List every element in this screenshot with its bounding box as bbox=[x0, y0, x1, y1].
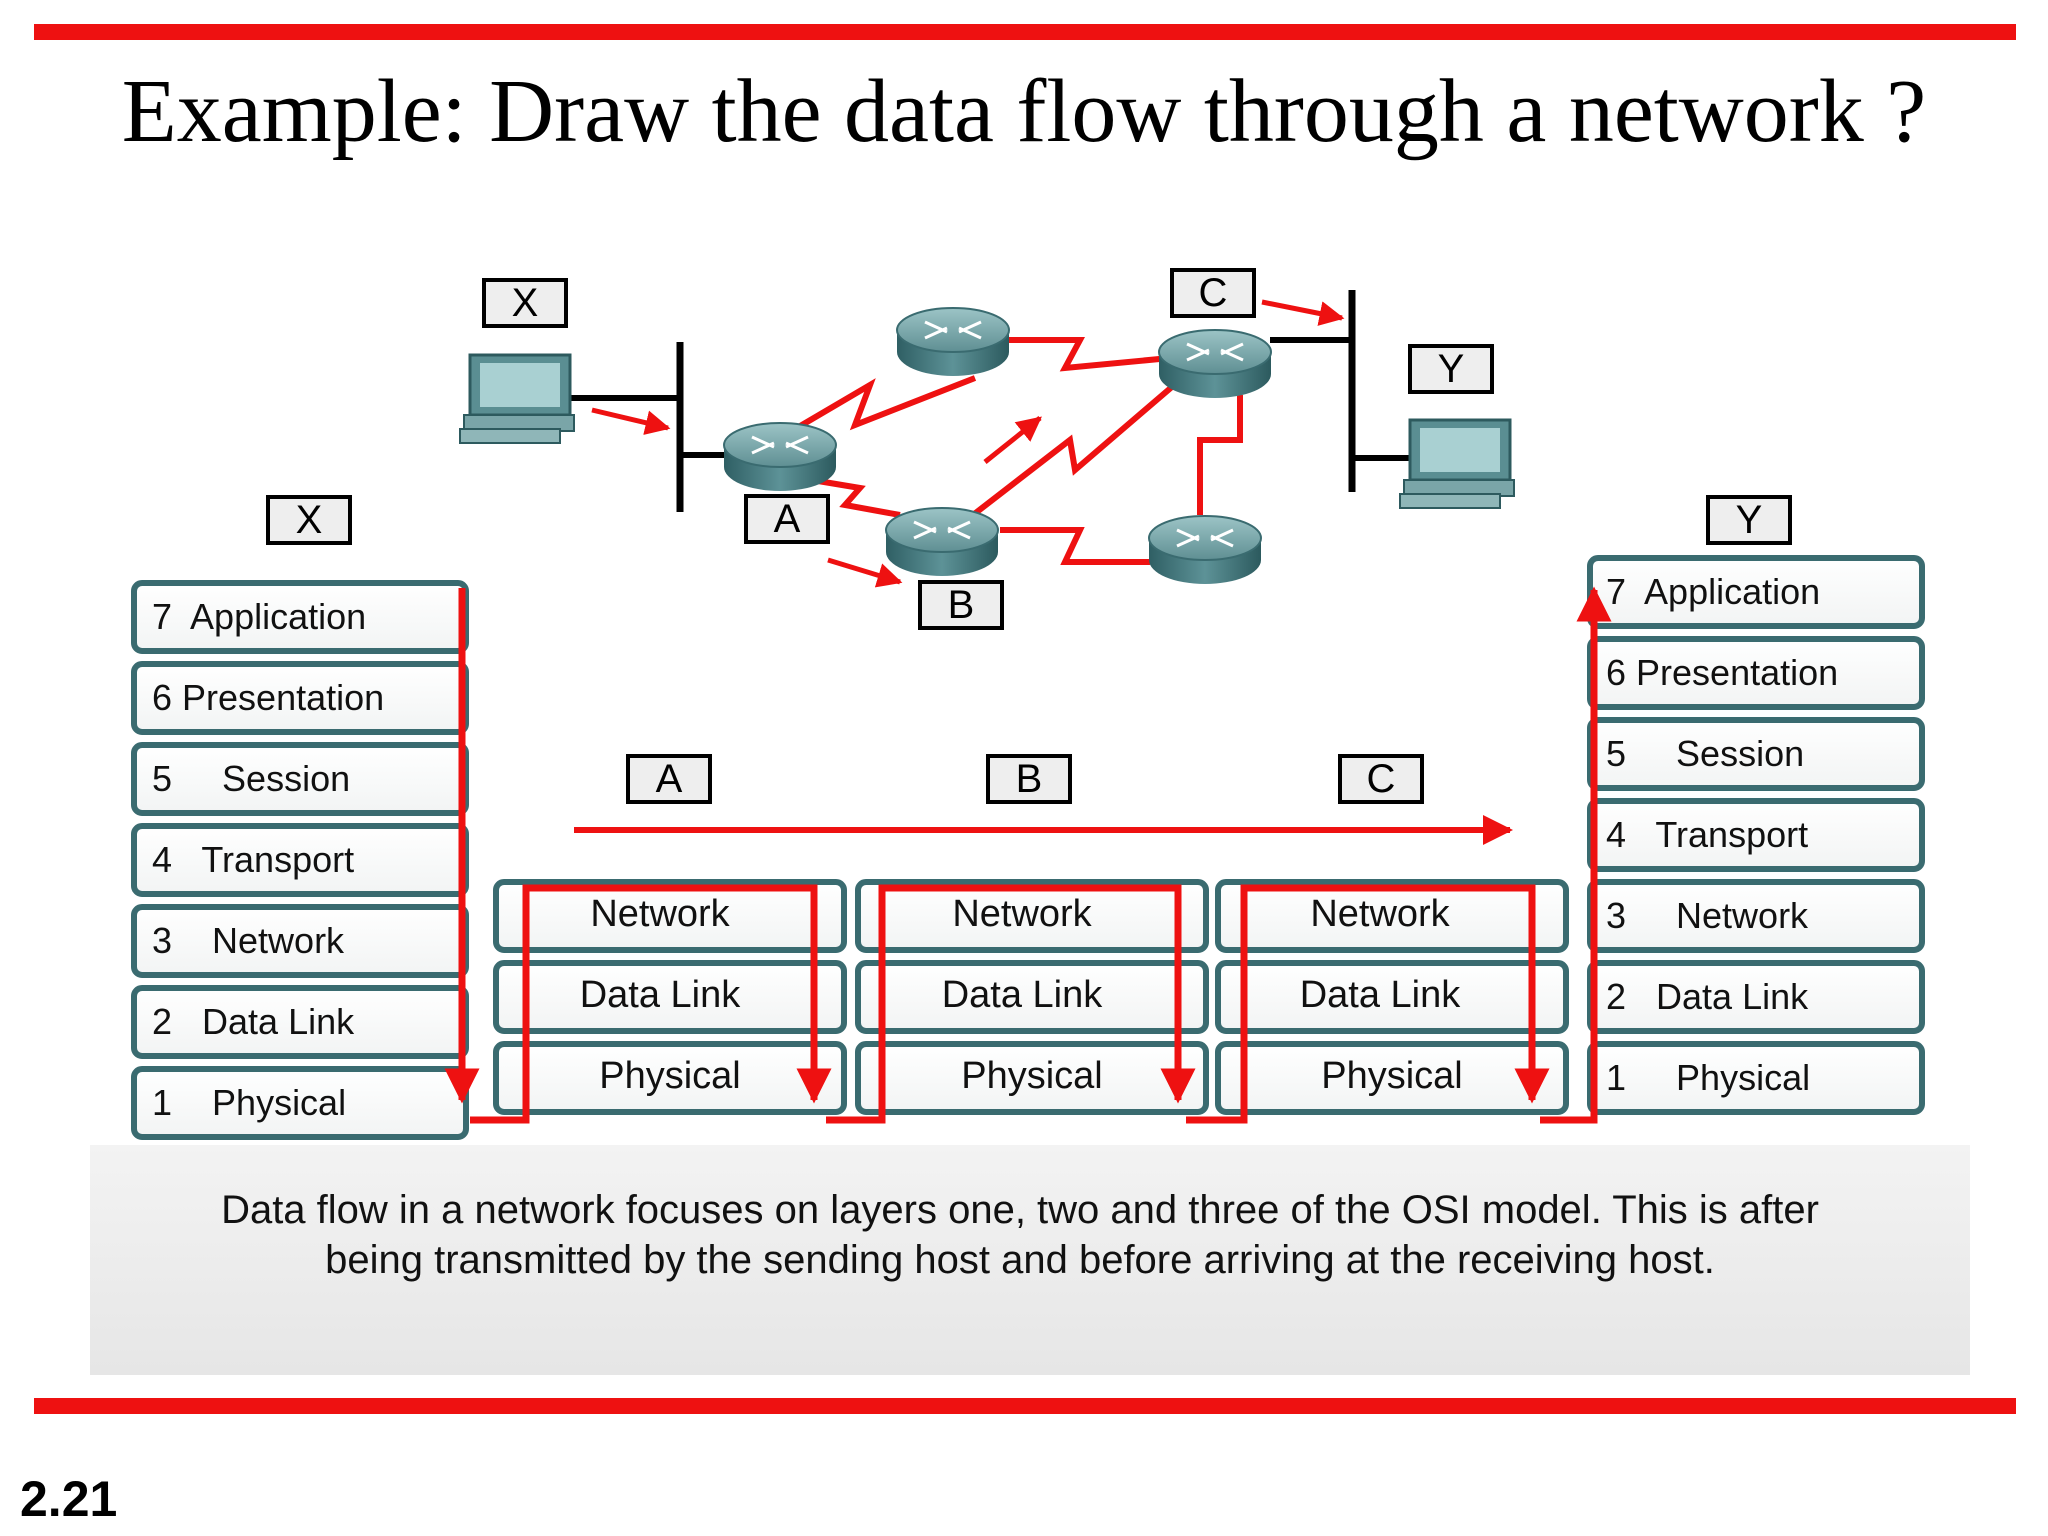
stack-label-c: C bbox=[1338, 754, 1424, 804]
svg-text:Data Link: Data Link bbox=[942, 974, 1104, 1016]
svg-text:X: X bbox=[512, 281, 539, 325]
bottom-rule bbox=[34, 1398, 2016, 1414]
caption-background bbox=[90, 1145, 1970, 1375]
svg-text:B: B bbox=[948, 583, 975, 627]
slide-title: Example: Draw the data flow through a ne… bbox=[121, 62, 1927, 161]
svg-text:Network: Network bbox=[952, 893, 1092, 935]
osi-layer: 2 Data Link bbox=[1587, 960, 1925, 1034]
computer-icon bbox=[459, 353, 575, 444]
stack-label-x: X bbox=[266, 495, 352, 545]
svg-text:1 Physical: 1 Physical bbox=[1606, 1057, 1810, 1098]
svg-text:6 Presentation: 6 Presentation bbox=[1606, 652, 1838, 693]
osi-layer: 6 Presentation bbox=[131, 661, 469, 735]
svg-text:X: X bbox=[296, 498, 323, 542]
osi-layer: Physical bbox=[493, 1041, 847, 1115]
host-x-stack: 7 Application 6 Presentation 5 Session 4… bbox=[131, 580, 469, 1140]
stack-label-y: Y bbox=[1706, 495, 1792, 545]
top-rule bbox=[34, 24, 2016, 40]
osi-layer: 2 Data Link bbox=[131, 985, 469, 1059]
svg-text:7 Application: 7 Application bbox=[152, 596, 366, 637]
osi-layer: Physical bbox=[855, 1041, 1209, 1115]
svg-text:Data Link: Data Link bbox=[1300, 974, 1462, 1016]
svg-text:4 Transport: 4 Transport bbox=[1606, 814, 1808, 855]
topology-flow-arrows bbox=[591, 299, 1345, 588]
stack-label-b: B bbox=[986, 754, 1072, 804]
router-icon bbox=[1158, 329, 1272, 398]
svg-text:Data Link: Data Link bbox=[580, 974, 742, 1016]
svg-text:5 Session: 5 Session bbox=[1606, 733, 1804, 774]
topo-label-x: X bbox=[482, 278, 568, 328]
svg-text:2 Data Link: 2 Data Link bbox=[152, 1001, 355, 1042]
osi-layer: 3 Network bbox=[131, 904, 469, 978]
osi-layer: 5 Session bbox=[1587, 717, 1925, 791]
osi-layer: Network bbox=[493, 879, 847, 953]
osi-layer: 6 Presentation bbox=[1587, 636, 1925, 710]
svg-text:Y: Y bbox=[1736, 498, 1763, 542]
osi-layer: Network bbox=[855, 879, 1209, 953]
osi-layer: Data Link bbox=[855, 960, 1209, 1034]
svg-text:Physical: Physical bbox=[961, 1055, 1103, 1097]
svg-text:6 Presentation: 6 Presentation bbox=[152, 677, 384, 718]
osi-layer: Data Link bbox=[1215, 960, 1569, 1034]
wan-links bbox=[788, 337, 1243, 565]
svg-text:Physical: Physical bbox=[599, 1055, 741, 1097]
svg-text:2 Data Link: 2 Data Link bbox=[1606, 976, 1809, 1017]
router-icon bbox=[1148, 515, 1262, 584]
osi-layer: Network bbox=[1215, 879, 1569, 953]
osi-layer: 4 Transport bbox=[1587, 798, 1925, 872]
svg-text:A: A bbox=[656, 757, 683, 801]
router-icon bbox=[896, 307, 1010, 376]
svg-text:Network: Network bbox=[590, 893, 730, 935]
caption: Data flow in a network focuses on layers… bbox=[221, 1188, 1819, 1282]
router-b-stack: Network Data Link Physical bbox=[855, 879, 1209, 1115]
svg-text:C: C bbox=[1199, 271, 1228, 315]
svg-text:C: C bbox=[1367, 757, 1396, 801]
topo-label-b: B bbox=[918, 580, 1004, 630]
svg-text:5 Session: 5 Session bbox=[152, 758, 350, 799]
slide-number: 2.21 bbox=[20, 1471, 118, 1527]
svg-text:Network: Network bbox=[1310, 893, 1450, 935]
svg-text:A: A bbox=[774, 497, 801, 541]
router-a-stack: Network Data Link Physical bbox=[493, 879, 847, 1115]
router-icon bbox=[723, 422, 837, 491]
osi-layer: 7 Application bbox=[1587, 555, 1925, 629]
svg-text:3 Network: 3 Network bbox=[152, 920, 345, 961]
osi-layer: Data Link bbox=[493, 960, 847, 1034]
svg-text:7 Application: 7 Application bbox=[1606, 571, 1820, 612]
svg-text:B: B bbox=[1016, 757, 1043, 801]
osi-layer: 3 Network bbox=[1587, 879, 1925, 953]
osi-layer: Physical bbox=[1215, 1041, 1569, 1115]
svg-text:1 Physical: 1 Physical bbox=[152, 1082, 346, 1123]
osi-layer: 4 Transport bbox=[131, 823, 469, 897]
topo-label-y: Y bbox=[1408, 344, 1494, 394]
stack-label-a: A bbox=[626, 754, 712, 804]
osi-layer: 1 Physical bbox=[1587, 1041, 1925, 1115]
svg-text:Y: Y bbox=[1438, 347, 1465, 391]
svg-text:Physical: Physical bbox=[1321, 1055, 1463, 1097]
computer-icon bbox=[1399, 418, 1515, 509]
router-icon bbox=[885, 507, 999, 576]
host-y-stack: 7 Application 6 Presentation 5 Session 4… bbox=[1587, 555, 1925, 1115]
topo-label-a: A bbox=[744, 494, 830, 544]
svg-text:4 Transport: 4 Transport bbox=[152, 839, 354, 880]
osi-layer: 5 Session bbox=[131, 742, 469, 816]
osi-layer: 7 Application bbox=[131, 580, 469, 654]
router-c-stack: Network Data Link Physical bbox=[1215, 879, 1569, 1115]
svg-text:3 Network: 3 Network bbox=[1606, 895, 1809, 936]
osi-layer: 1 Physical bbox=[131, 1066, 469, 1140]
data-flow-path bbox=[444, 586, 1612, 1124]
topo-label-c: C bbox=[1170, 268, 1256, 318]
